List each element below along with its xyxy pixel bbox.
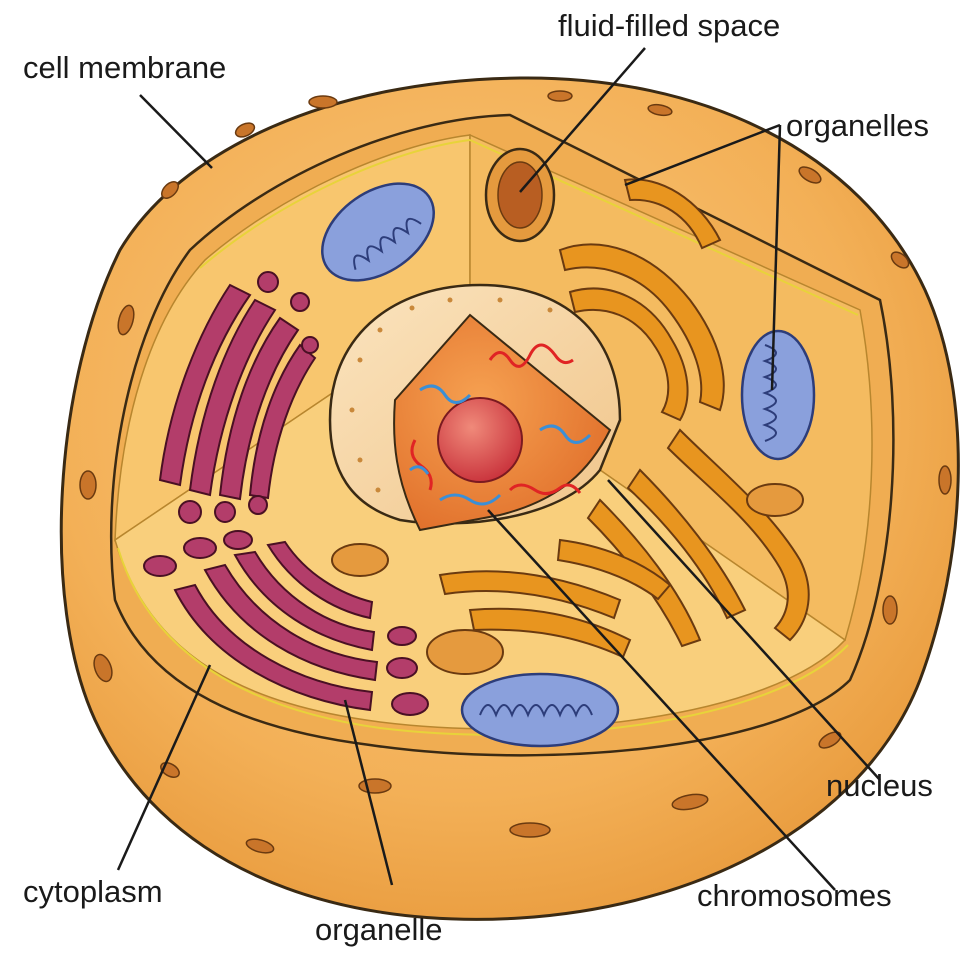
mitochondrion-right <box>742 331 814 459</box>
label-nucleus: nucleus <box>826 768 933 803</box>
label-fluid-filled-space: fluid-filled space <box>558 8 780 43</box>
label-organelles: organelles <box>786 108 929 143</box>
label-organelle: organelle <box>315 912 443 947</box>
label-chromosomes: chromosomes <box>697 878 892 913</box>
mitochondrion-bottom <box>462 674 618 746</box>
label-cell-membrane: cell membrane <box>23 50 226 85</box>
label-cytoplasm: cytoplasm <box>23 874 163 909</box>
